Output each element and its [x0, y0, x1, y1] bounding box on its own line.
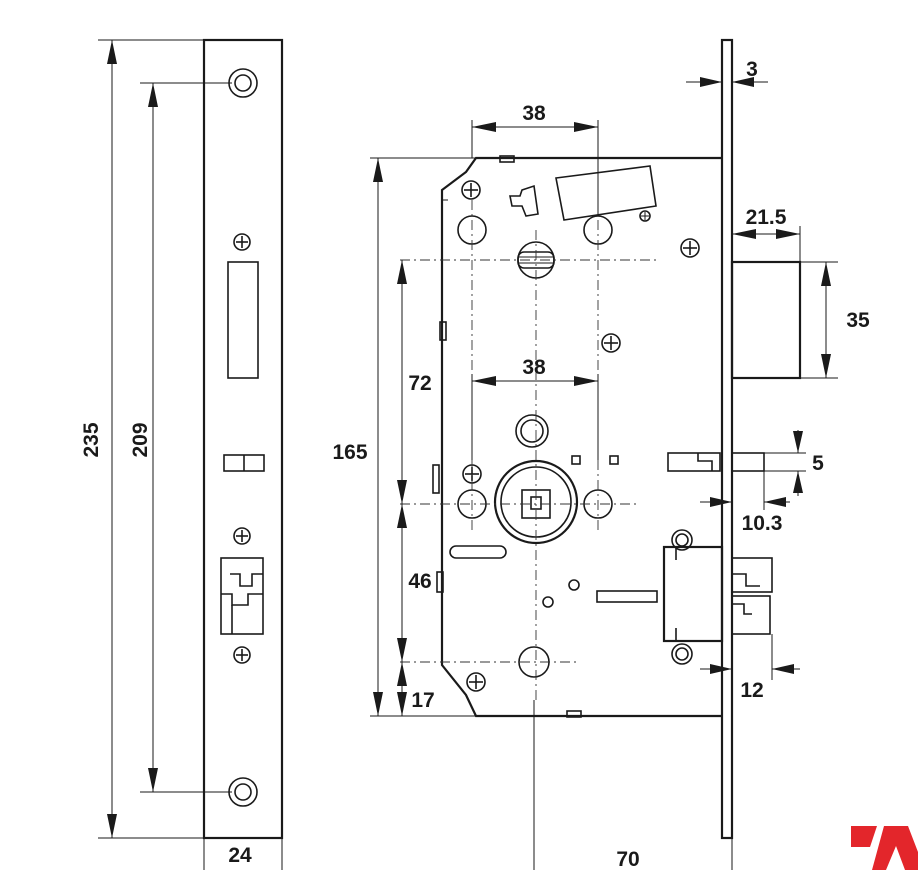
dim-latch-projection: 12: [740, 679, 763, 702]
case-screw-2: [680, 238, 700, 258]
trigger-lever: [555, 165, 657, 221]
dim-hole-spacing: 209: [129, 422, 152, 457]
case-forend-plate: [720, 38, 734, 840]
dim-forend-width: 24: [228, 844, 252, 867]
lock-case-outline: [440, 156, 722, 718]
trigger-bolt: [667, 452, 765, 472]
lower-mechanism: [449, 545, 658, 678]
dim-trigger-height: 5: [812, 452, 824, 475]
latch-bolt: [662, 529, 773, 665]
dim-top-spacing: 38: [522, 102, 546, 125]
centerlines: [400, 200, 660, 870]
dim-lever-to-bottom: 17: [411, 689, 434, 712]
forend-view: [202, 38, 284, 840]
dim-forend-thickness: 3: [746, 58, 758, 81]
forend-screw-2: [233, 527, 251, 545]
lever-hub: [457, 414, 619, 545]
case-screw-5: [466, 672, 486, 692]
dim-forend-length: 235: [80, 422, 103, 457]
case-screw-3: [601, 333, 621, 353]
forend-top-screw-hole: [228, 68, 258, 98]
dim-deadbolt-projection: 21.5: [746, 206, 787, 229]
dim-backset: 70: [616, 848, 639, 870]
forend-latch-bolt: [220, 557, 264, 635]
case-screw-1: [461, 180, 481, 200]
top-mechanism: [457, 165, 657, 279]
forend-bottom-screw-hole: [228, 777, 258, 807]
dim-mid-spacing: 38: [522, 356, 546, 379]
dim-cylinder-to-lever: 46: [408, 570, 431, 593]
forend-screw-1: [233, 233, 251, 251]
lock-case-view: [400, 38, 802, 870]
brand-logo: [851, 826, 918, 870]
case-dimensions: 165 72 46 17 38 38 3: [332, 58, 870, 870]
forend-dimensions: 235 209 24: [80, 39, 283, 870]
forend-deadbolt-slot: [227, 261, 259, 379]
dim-deadbolt-height: 35: [846, 309, 870, 332]
dim-trigger-projection: 10.3: [742, 512, 783, 535]
lower-slot: [449, 545, 507, 559]
forend-screw-3: [233, 646, 251, 664]
deadbolt: [730, 260, 802, 380]
forend-plate: [202, 38, 284, 840]
lower-bar: [596, 590, 658, 603]
top-hook: [509, 184, 539, 217]
dim-case-height: 165: [332, 441, 367, 464]
dim-follower-to-cylinder: 72: [408, 372, 431, 395]
